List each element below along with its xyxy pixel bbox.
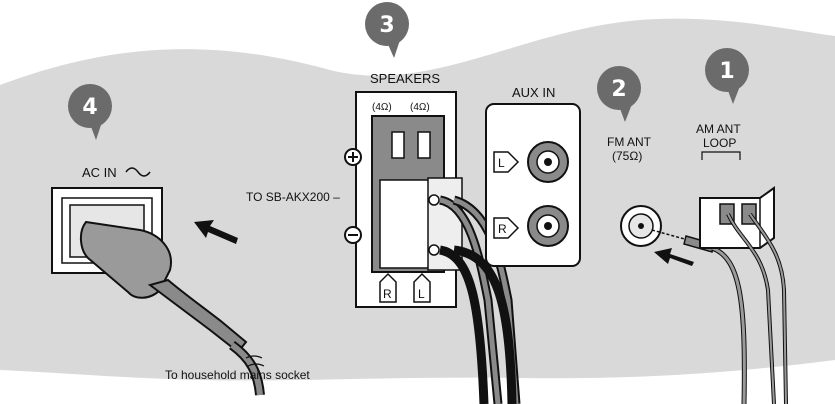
aux-in-label: AUX IN <box>512 85 555 100</box>
impedance-left-label: (4Ω) <box>372 102 392 113</box>
power-plug-strain-relief <box>147 278 248 354</box>
terminal-l-tag <box>413 272 431 303</box>
step-badge-3: 3 <box>365 2 409 58</box>
power-cord-core <box>230 342 263 396</box>
ac-wave-icon <box>125 167 151 177</box>
speaker-wire-black-2 <box>453 245 517 404</box>
am-ant-section: AM ANT LOOP <box>696 122 788 404</box>
terminal-r-label: R <box>383 287 392 301</box>
aux-l-label: L <box>498 156 505 170</box>
ac-in-label: AC IN <box>82 165 117 180</box>
impedance-right-label: (4Ω) <box>410 102 430 113</box>
am-ant-terminal[interactable] <box>699 186 775 249</box>
mains-socket-caption: To household mains socket <box>165 368 310 382</box>
fm-ant-label-line1: FM ANT <box>607 135 652 149</box>
fm-insert-arrow <box>654 248 694 266</box>
terminal-screw-bottom <box>428 244 440 256</box>
terminal-window-l <box>417 131 431 159</box>
aux-r-label: R <box>498 222 507 236</box>
am-ant-label-line1: AM ANT <box>696 122 741 136</box>
aux-in-plate <box>485 103 581 267</box>
ac-insert-arrow <box>194 220 238 244</box>
ac-in-section: AC IN <box>51 165 265 396</box>
fm-antenna-wire <box>651 229 689 241</box>
cord-break-mark <box>245 355 265 367</box>
svg-text:4: 4 <box>82 95 97 120</box>
step-badge-4: 4 <box>67 83 112 140</box>
speaker-destination-label: TO SB-AKX200 – <box>246 190 340 204</box>
terminal-r-tag <box>379 272 397 303</box>
svg-text:3: 3 <box>379 13 394 38</box>
step-badge-2: 2 <box>597 66 641 122</box>
svg-text:1: 1 <box>719 59 734 84</box>
speaker-connector-plug[interactable] <box>379 179 437 269</box>
terminal-screw-top <box>428 194 440 206</box>
svg-text:2: 2 <box>611 77 626 102</box>
speaker-wire-black <box>438 245 489 404</box>
aux-r-tag <box>493 217 520 239</box>
am-ant-bracket <box>701 151 741 160</box>
speakers-label: SPEAKERS <box>370 71 440 86</box>
step-badge-1: 1 <box>705 48 749 104</box>
speakers-section: SPEAKERS (4Ω) (4Ω) R L TO SB-AKX200 – <box>246 71 521 404</box>
fm-ant-label-line2: (75Ω) <box>612 149 642 163</box>
aux-l-tag <box>493 151 520 173</box>
terminal-window-r <box>391 131 405 159</box>
power-plug[interactable] <box>80 220 172 299</box>
am-ant-label-line2: LOOP <box>703 136 736 150</box>
terminal-l-label: L <box>418 287 425 301</box>
aux-in-section: AUX IN L R <box>485 85 581 267</box>
